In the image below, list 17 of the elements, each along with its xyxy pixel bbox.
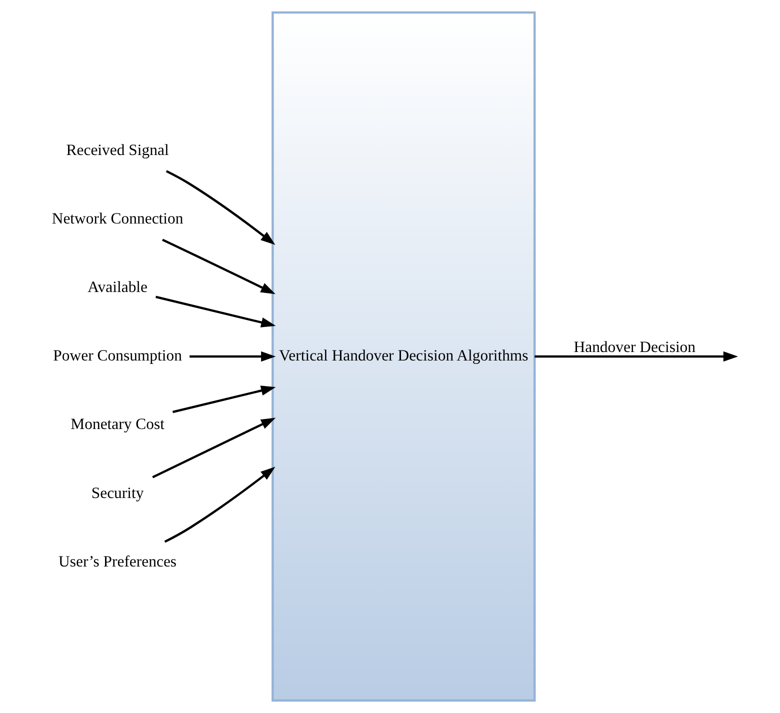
node-box: Vertical Handover Decision Algorithms: [272, 11, 536, 702]
node-text: Security: [91, 484, 144, 502]
arrow: [190, 351, 276, 362]
node-text: Power Consumption: [53, 348, 182, 365]
node-text: User’s Preferences: [58, 553, 177, 570]
node-text: Received Signal: [66, 142, 169, 159]
node-text: Available: [88, 279, 148, 296]
edge-label: Handover Decision: [574, 339, 696, 356]
arrow: [164, 466, 276, 543]
node-text: Monetary Cost: [70, 416, 164, 434]
arrow: [152, 418, 276, 478]
arrow: [534, 351, 738, 362]
node-text: Network Connection: [52, 210, 184, 228]
arrow: [166, 170, 276, 245]
arrow: [156, 296, 276, 328]
arrow: [172, 386, 276, 414]
arrow: [162, 238, 276, 294]
